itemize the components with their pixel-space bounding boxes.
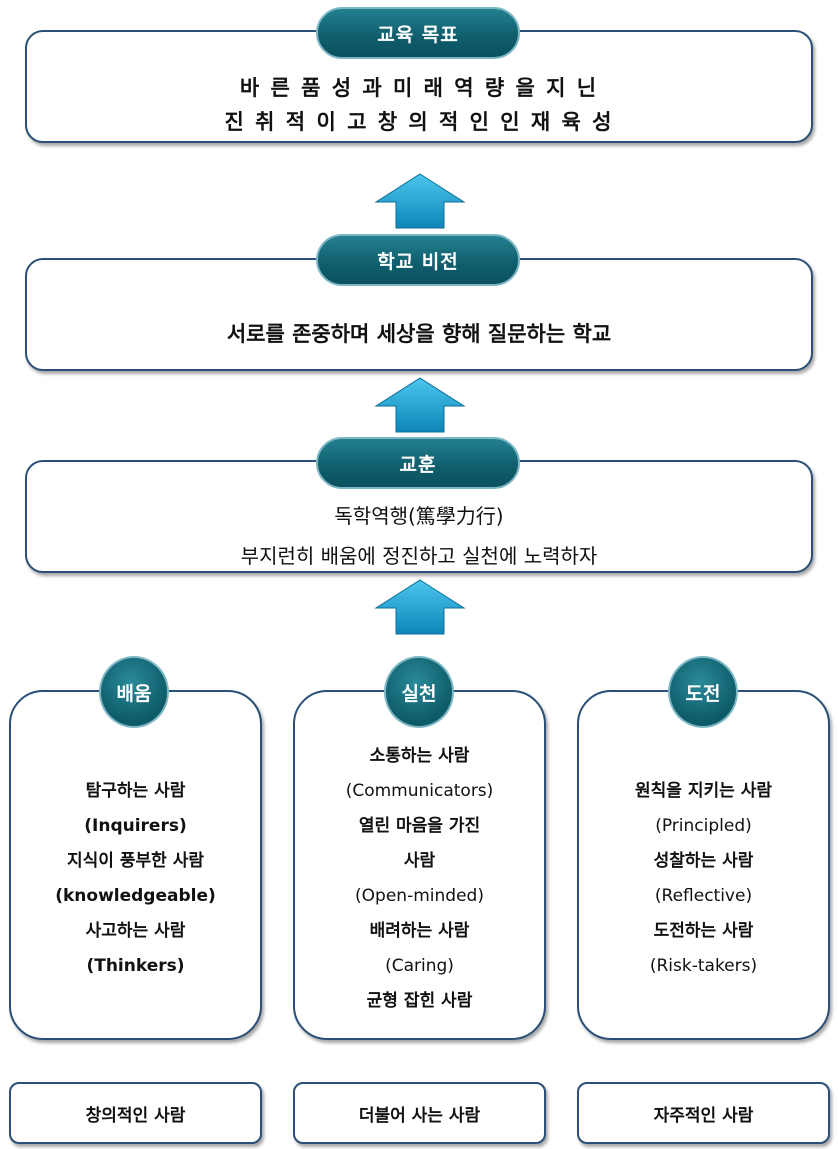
column-practice-list: 소통하는 사람 (Communicators) 열린 마음을 가진 사람 (Op…: [295, 739, 544, 1019]
column-practice-title: 실천: [384, 656, 454, 728]
list-item: (Caring): [385, 956, 454, 976]
list-item: 소통하는 사람: [369, 746, 470, 766]
list-item: 균형 잡힌 사람: [366, 991, 473, 1011]
goal-line-2: 진 취 적 이 고 창 의 적 인 인 재 육 성: [224, 110, 614, 134]
column-learning-title: 배움: [99, 656, 169, 728]
footer-together-label: 더불어 사는 사람: [358, 1105, 481, 1126]
column-practice-box: 소통하는 사람 (Communicators) 열린 마음을 가진 사람 (Op…: [293, 690, 546, 1040]
footer-independent-box: 자주적인 사람: [577, 1082, 830, 1144]
list-item: 사람: [403, 851, 436, 871]
column-challenge-list: 원칙을 지키는 사람 (Principled) 성찰하는 사람 (Reflect…: [579, 774, 828, 984]
column-challenge-box: 원칙을 지키는 사람 (Principled) 성찰하는 사람 (Reflect…: [577, 690, 830, 1040]
list-item: (Communicators): [345, 781, 494, 801]
list-item: (Thinkers): [86, 956, 185, 976]
motto-line-2: 부지런히 배움에 정진하고 실천에 노력하자: [240, 544, 598, 568]
motto-line-1: 독학역행(篤學力行): [334, 504, 504, 528]
up-arrow-icon: [374, 173, 466, 229]
column-learning-box: 탐구하는 사람 (Inquirers) 지식이 풍부한 사람 (knowledg…: [9, 690, 262, 1040]
vision-title: 학교 비전: [316, 234, 520, 286]
list-item: 사고하는 사람: [85, 921, 186, 941]
list-item: (Inquirers): [84, 816, 187, 836]
list-item: (Open-minded): [355, 886, 484, 906]
list-item: 탐구하는 사람: [85, 781, 186, 801]
list-item: (Principled): [655, 816, 752, 836]
footer-creative-box: 창의적인 사람: [9, 1082, 262, 1144]
list-item: (Risk-takers): [649, 956, 758, 976]
list-item: 배려하는 사람: [369, 921, 470, 941]
list-item: 원칙을 지키는 사람: [635, 781, 772, 801]
goal-title: 교육 목표: [316, 7, 520, 59]
list-item: 성찰하는 사람: [653, 851, 754, 871]
up-arrow-icon: [374, 377, 466, 433]
list-item: (knowledgeable): [55, 886, 216, 906]
list-item: 도전하는 사람: [653, 921, 754, 941]
up-arrow-icon: [374, 579, 466, 635]
footer-independent-label: 자주적인 사람: [653, 1105, 754, 1126]
footer-together-box: 더불어 사는 사람: [293, 1082, 546, 1144]
list-item: 열린 마음을 가진: [358, 816, 481, 836]
footer-creative-label: 창의적인 사람: [85, 1105, 186, 1126]
motto-title: 교훈: [316, 437, 520, 489]
list-item: 지식이 풍부한 사람: [67, 851, 204, 871]
vision-line-1: 서로를 존중하며 세상을 향해 질문하는 학교: [226, 322, 612, 346]
list-item: (Reflective): [654, 886, 753, 906]
column-learning-list: 탐구하는 사람 (Inquirers) 지식이 풍부한 사람 (knowledg…: [11, 774, 260, 984]
goal-line-1: 바 른 품 성 과 미 래 역 량 을 지 닌: [239, 76, 599, 100]
column-challenge-title: 도전: [668, 656, 738, 728]
